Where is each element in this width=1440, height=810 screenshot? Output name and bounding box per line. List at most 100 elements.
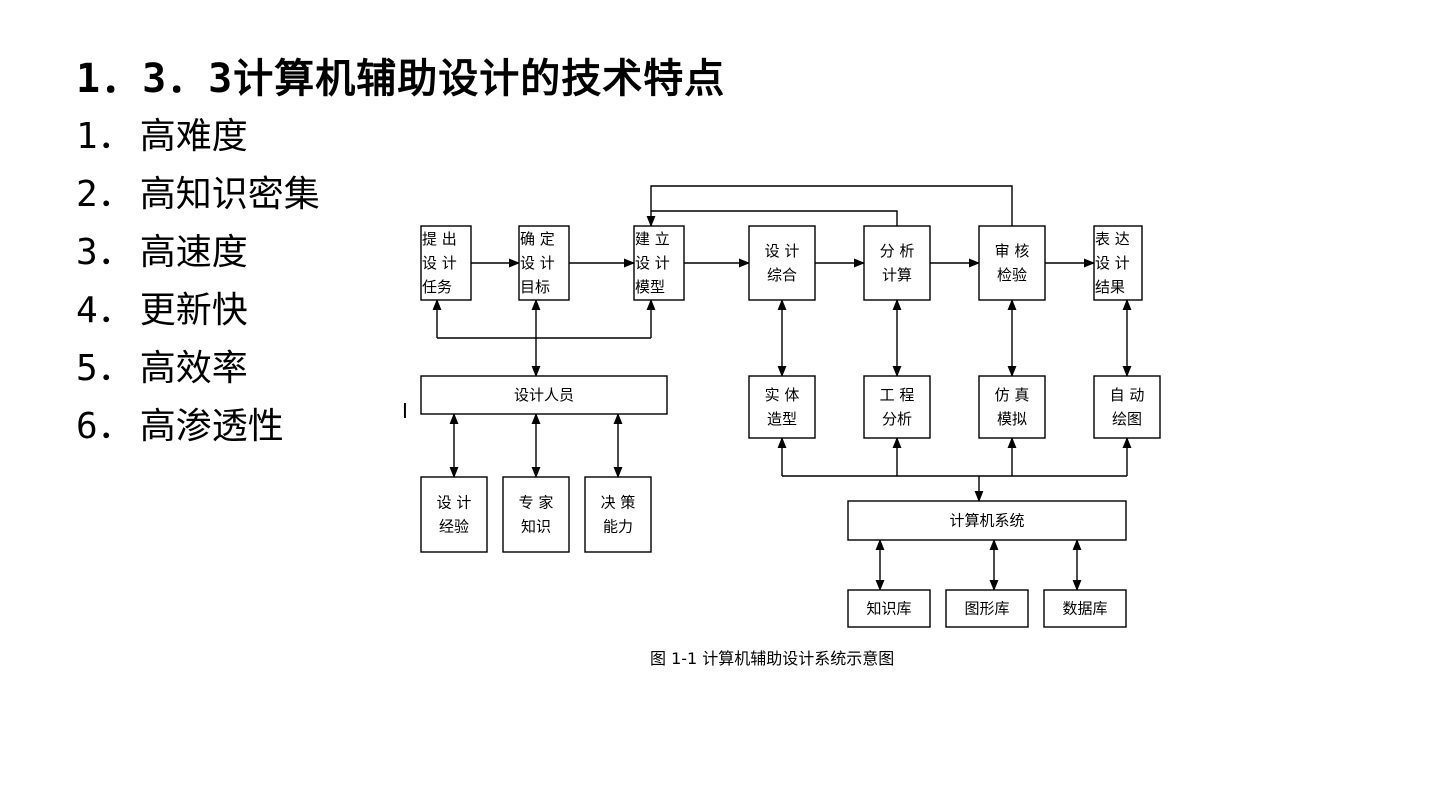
node-n4: 设 计综合 <box>748 225 816 301</box>
list-item-label: 高难度 <box>139 116 248 157</box>
node-decision: 决 策能力 <box>584 476 652 553</box>
node-expert: 专 家知识 <box>502 476 570 553</box>
node-sim: 仿 真模拟 <box>978 375 1046 439</box>
node-gb: 图形库 <box>945 589 1029 628</box>
node-solid: 实 体造型 <box>748 375 816 439</box>
node-box <box>420 225 472 301</box>
node-label: 计算 <box>882 266 912 284</box>
node-box <box>847 589 931 628</box>
node-n1: 提 出设 计任务 <box>420 225 472 301</box>
list-item-number: 5． <box>76 348 134 389</box>
node-box <box>748 375 816 439</box>
list-item-label: 高知识密集 <box>139 174 320 215</box>
node-db: 数据库 <box>1043 589 1127 628</box>
node-label: 经验 <box>439 518 469 536</box>
node-label: 提 出 <box>422 230 457 248</box>
list-item-label: 更新快 <box>139 290 248 331</box>
node-box <box>420 375 668 415</box>
list-item-number: 1． <box>76 116 134 157</box>
node-box <box>420 476 488 553</box>
node-box <box>1093 225 1143 301</box>
node-label: 设计人员 <box>514 386 574 404</box>
connector-line <box>646 185 1013 228</box>
node-label: 数据库 <box>1062 600 1107 618</box>
node-designer: 设计人员 <box>420 375 668 415</box>
node-label: 专 家 <box>519 494 554 512</box>
node-computer: 计算机系统 <box>847 500 1127 541</box>
node-n2: 确 定设 计目标 <box>518 225 570 301</box>
node-exp: 设 计经验 <box>420 476 488 553</box>
node-label: 决 策 <box>601 494 636 512</box>
list-item: 5．高效率 <box>76 340 320 398</box>
list-item-label: 高速度 <box>139 232 248 273</box>
list-item-label: 高效率 <box>139 348 248 389</box>
list-item: 3．高速度 <box>76 224 320 282</box>
node-label: 设 计 <box>635 254 670 272</box>
list-item-label: 高渗透性 <box>139 406 284 447</box>
node-label: 综合 <box>767 266 797 284</box>
connector-line <box>651 210 898 226</box>
node-label: 确 定 <box>520 230 555 248</box>
diagram-caption: 图 1-1 计算机辅助设计系统示意图 <box>650 649 894 668</box>
node-label: 计算机系统 <box>949 512 1024 530</box>
node-label: 绘图 <box>1112 410 1142 428</box>
node-label: 实 体 <box>765 386 800 404</box>
title-number: 1．3．3 <box>76 56 234 102</box>
list-item-number: 6． <box>76 406 134 447</box>
node-box <box>978 375 1046 439</box>
list-item: 4．更新快 <box>76 282 320 340</box>
cursor-marker: I <box>402 399 408 423</box>
node-label: 表 达 <box>1095 230 1130 248</box>
cad-system-diagram: 提 出设 计任务确 定设 计目标建 立设 计模型设 计综合分 析计算审 核检验表… <box>395 178 1195 682</box>
node-label: 检验 <box>997 266 1027 284</box>
node-box <box>1093 375 1161 439</box>
node-box <box>502 476 570 553</box>
node-auto: 自 动绘图 <box>1093 375 1161 439</box>
node-n6: 审 核检验 <box>978 225 1046 301</box>
node-box <box>945 589 1029 628</box>
list-item-number: 3． <box>76 232 134 273</box>
node-label: 模拟 <box>997 410 1027 428</box>
node-n3: 建 立设 计模型 <box>633 225 685 301</box>
feature-list: 1．高难度 2．高知识密集 3．高速度 4．更新快 5．高效率 6．高渗透性 <box>76 108 320 456</box>
node-label: 设 计 <box>520 254 555 272</box>
title-text: 计算机辅助设计的技术特点 <box>233 56 726 102</box>
node-label: 审 核 <box>995 242 1030 260</box>
node-box <box>518 225 570 301</box>
node-label: 分 析 <box>880 242 915 260</box>
node-label: 自 动 <box>1110 386 1145 404</box>
node-label: 造型 <box>767 410 797 428</box>
node-n5: 分 析计算 <box>863 225 931 301</box>
node-box <box>633 225 685 301</box>
node-label: 任务 <box>422 278 452 296</box>
node-label: 图形库 <box>964 600 1009 618</box>
node-label: 能力 <box>603 518 633 536</box>
list-item: 2．高知识密集 <box>76 166 320 224</box>
slide-title: 1．3．3计算机辅助设计的技术特点 <box>76 46 725 104</box>
node-label: 知识 <box>521 518 551 536</box>
node-label: 工 程 <box>880 386 915 404</box>
node-box <box>863 225 931 301</box>
node-box <box>863 375 931 439</box>
node-n7: 表 达设 计结果 <box>1093 225 1143 301</box>
list-item-number: 4． <box>76 290 134 331</box>
node-label: 仿 真 <box>995 386 1030 404</box>
node-label: 分析 <box>882 410 912 428</box>
list-item: 6．高渗透性 <box>76 398 320 456</box>
list-item: 1．高难度 <box>76 108 320 166</box>
node-box <box>748 225 816 301</box>
node-label: 结果 <box>1095 278 1125 296</box>
node-label: 模型 <box>635 278 665 296</box>
node-eng: 工 程分析 <box>863 375 931 439</box>
node-label: 设 计 <box>422 254 457 272</box>
node-label: 设 计 <box>765 242 800 260</box>
node-kb: 知识库 <box>847 589 931 628</box>
node-label: 设 计 <box>1095 254 1130 272</box>
node-box <box>978 225 1046 301</box>
node-label: 知识库 <box>866 600 911 618</box>
list-item-number: 2． <box>76 174 134 215</box>
node-label: 设 计 <box>437 494 472 512</box>
node-box <box>847 500 1127 541</box>
node-label: 建 立 <box>635 230 670 248</box>
